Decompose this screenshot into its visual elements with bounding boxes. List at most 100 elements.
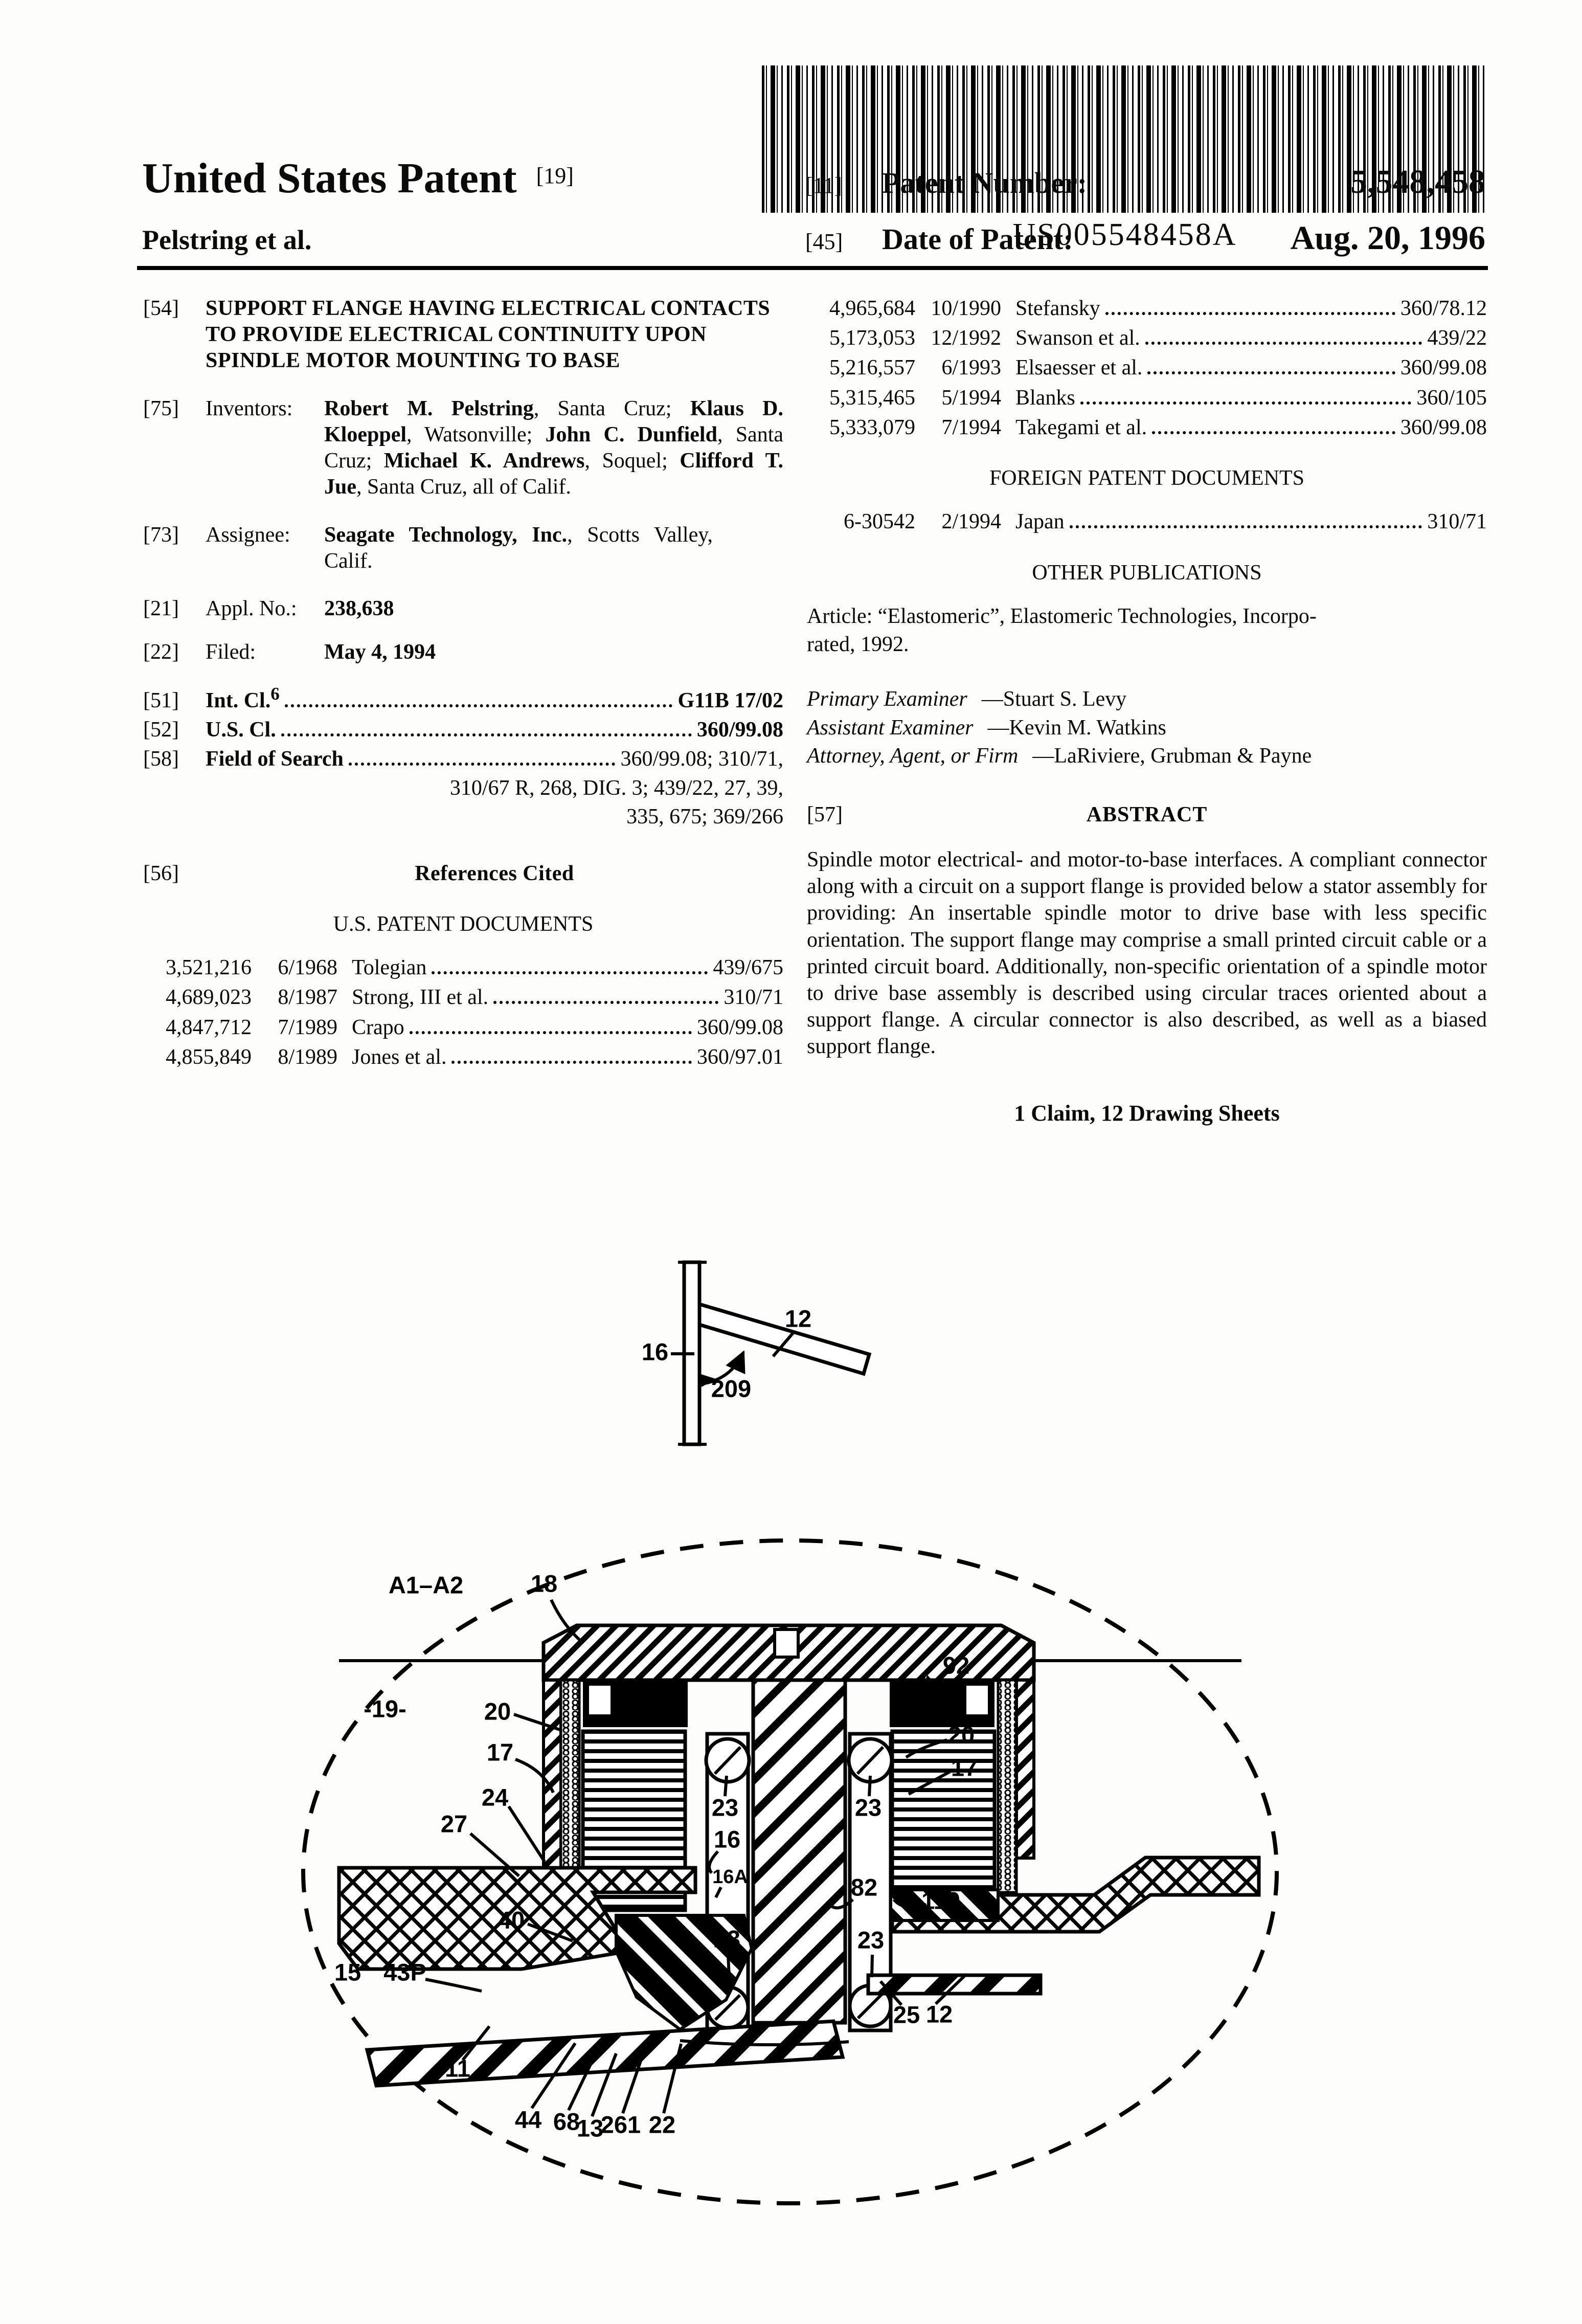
other-pubs-heading: OTHER PUBLICATIONS — [1032, 561, 1262, 585]
field-tag: [22] — [143, 640, 179, 664]
list-item: 310/67 R, 268, DIG. 3; 439/22, 27, 39, — [143, 775, 783, 801]
field-inventors: [75] Inventors: Robert M. Pelstring, San… — [143, 396, 783, 501]
dot-leader — [1080, 386, 1412, 405]
list-item: 335, 675; 369/266 — [143, 804, 783, 830]
figure-ref-label: -19- — [364, 1695, 406, 1722]
cell-no: 4,689,023 — [166, 986, 252, 1010]
figure-ref-label: 11 — [445, 2054, 470, 2082]
figure-ref-label: 15 — [334, 1958, 361, 1985]
field-appl-no: [21] Appl. No.: 238,638 — [143, 596, 783, 622]
assignee-value: Seagate Technology, Inc., Scotts Valley,… — [324, 523, 713, 573]
figure-ref-label: 12 — [785, 1305, 811, 1332]
header-rule — [137, 266, 1488, 270]
figure-2 — [301, 1538, 1279, 2205]
cell-cls: 360/97.01 — [696, 1045, 783, 1069]
dot-leader — [1145, 326, 1422, 345]
dot-leader — [451, 1045, 692, 1064]
field-tag: [56] — [143, 861, 179, 885]
cell-name: Japan — [1015, 510, 1065, 534]
figure-ref-label: 17 — [487, 1738, 513, 1766]
field-label: Appl. No.: — [206, 597, 297, 621]
figure-ref-label: 16 — [714, 1825, 740, 1852]
figure-1 — [671, 1260, 872, 1446]
field-label: Assignee: — [206, 523, 290, 547]
dot-leader — [409, 1016, 692, 1034]
cell-t: 310/67 R, 268, DIG. 3; 439/22, 27, 39, — [449, 776, 783, 800]
cell-no: 5,216,557 — [829, 356, 915, 380]
page-title: United States Patent[19] — [142, 153, 574, 203]
field-us-cl: [52] U.S. Cl. 360/99.08 — [143, 717, 783, 743]
barcode — [762, 65, 1488, 213]
dot-leader — [493, 986, 719, 1004]
abstract-text: Spindle motor electrical- and motor-to-b… — [807, 848, 1487, 1058]
cell-t: 335, 675; 369/266 — [626, 805, 783, 829]
cell-cls: 360/99.08 — [1400, 415, 1487, 439]
cell-date: 7/1994 — [941, 415, 1001, 439]
int-cl-value: G11B 17/02 — [677, 688, 783, 712]
cell-name: Tolegian — [352, 956, 427, 980]
inventors-value: Robert M. Pelstring, Santa Cruz; Klaus D… — [324, 396, 784, 499]
field-tag: [21] — [143, 597, 179, 621]
figure-ref-label: 12 — [926, 2000, 953, 2027]
list-item: rated, 1992. — [807, 632, 1487, 658]
cell-no: 4,965,684 — [829, 297, 915, 320]
field-label: Filed: — [206, 640, 256, 664]
field-tag: [54] — [143, 297, 179, 320]
field-title: [54] SUPPORT FLANGE HAVING ELECTRICAL CO… — [143, 296, 783, 374]
field-references: [56] References Cited — [143, 861, 783, 887]
cell-name: Stefansky — [1015, 297, 1100, 320]
cell-cls: 360/78.12 — [1400, 297, 1487, 320]
cell-label: Assistant Examiner — [807, 716, 974, 740]
dot-leader — [1069, 510, 1422, 529]
references-heading: References Cited — [415, 861, 574, 885]
list-item: Attorney, Agent, or Firm —LaRiviere, Grub… — [807, 743, 1487, 769]
patent-date-row: [45] Date of Patent: Aug. 20, 1996 — [805, 219, 1485, 258]
cell-date: 7/1989 — [278, 1015, 337, 1039]
cell-name: Crapo — [352, 1015, 404, 1039]
figure-ref-label: 44 — [515, 2106, 541, 2133]
field-assignee: [73] Assignee: Seagate Technology, Inc.,… — [143, 522, 783, 574]
figure-ref-label: 261 — [601, 2111, 641, 2138]
cell-name: —Kevin M. Watkins — [987, 716, 1166, 740]
figure-ref-label: 13 — [577, 2114, 603, 2141]
cell-name: —LaRiviere, Grubman & Payne — [1032, 744, 1312, 768]
figure-ref-label: 119 — [921, 1887, 960, 1914]
figure-ref-label: A1–A2 — [389, 1571, 463, 1598]
figure-ref-label: 92 — [943, 1651, 969, 1679]
cell-cls: 360/99.08 — [1400, 356, 1487, 380]
field-int-cl: [51] Int. Cl.6 G11B 17/02 — [143, 683, 783, 714]
dot-leader — [284, 689, 673, 707]
figure-ref-label: 20 — [948, 1721, 975, 1748]
field-tag: [51] — [143, 688, 179, 712]
cell-cls: 310/71 — [724, 986, 783, 1010]
abstract-heading-row: [57] ABSTRACT — [807, 802, 1487, 828]
cell-label: Attorney, Agent, or Firm — [807, 744, 1019, 768]
figure-ref-label: 82 — [851, 1873, 877, 1901]
figure-ref-label: 16A — [712, 1866, 748, 1888]
cell-cls: 439/22 — [1427, 326, 1487, 350]
figure-ref-label: 24 — [482, 1783, 508, 1811]
cell-name: Swanson et al. — [1015, 326, 1140, 350]
figure-ref-label: 23 — [714, 1925, 740, 1952]
cell-cls: 439/675 — [713, 956, 783, 980]
claims-line: 1 Claim, 12 Drawing Sheets — [1014, 1100, 1280, 1126]
field-tag: [73] — [143, 523, 179, 547]
author-line: Pelstring et al. — [142, 225, 312, 255]
dot-leader — [281, 718, 692, 736]
cell-label: Primary Examiner — [807, 687, 967, 711]
field-search: [58] Field of Search 360/99.08; 310/71, — [143, 746, 783, 772]
other-publications: Article: “Elastomeric”, Elastomeric Tech… — [807, 604, 1487, 658]
figure-ref-label: 43P — [383, 1958, 426, 1985]
field-tag: [52] — [143, 718, 179, 742]
dot-leader — [348, 747, 616, 766]
appl-no-value: 238,638 — [324, 597, 394, 621]
figure-ref-label: 22 — [649, 2111, 675, 2138]
page-title-text: United States Patent — [142, 154, 517, 202]
figure-ref-label: 18 — [531, 1570, 557, 1597]
